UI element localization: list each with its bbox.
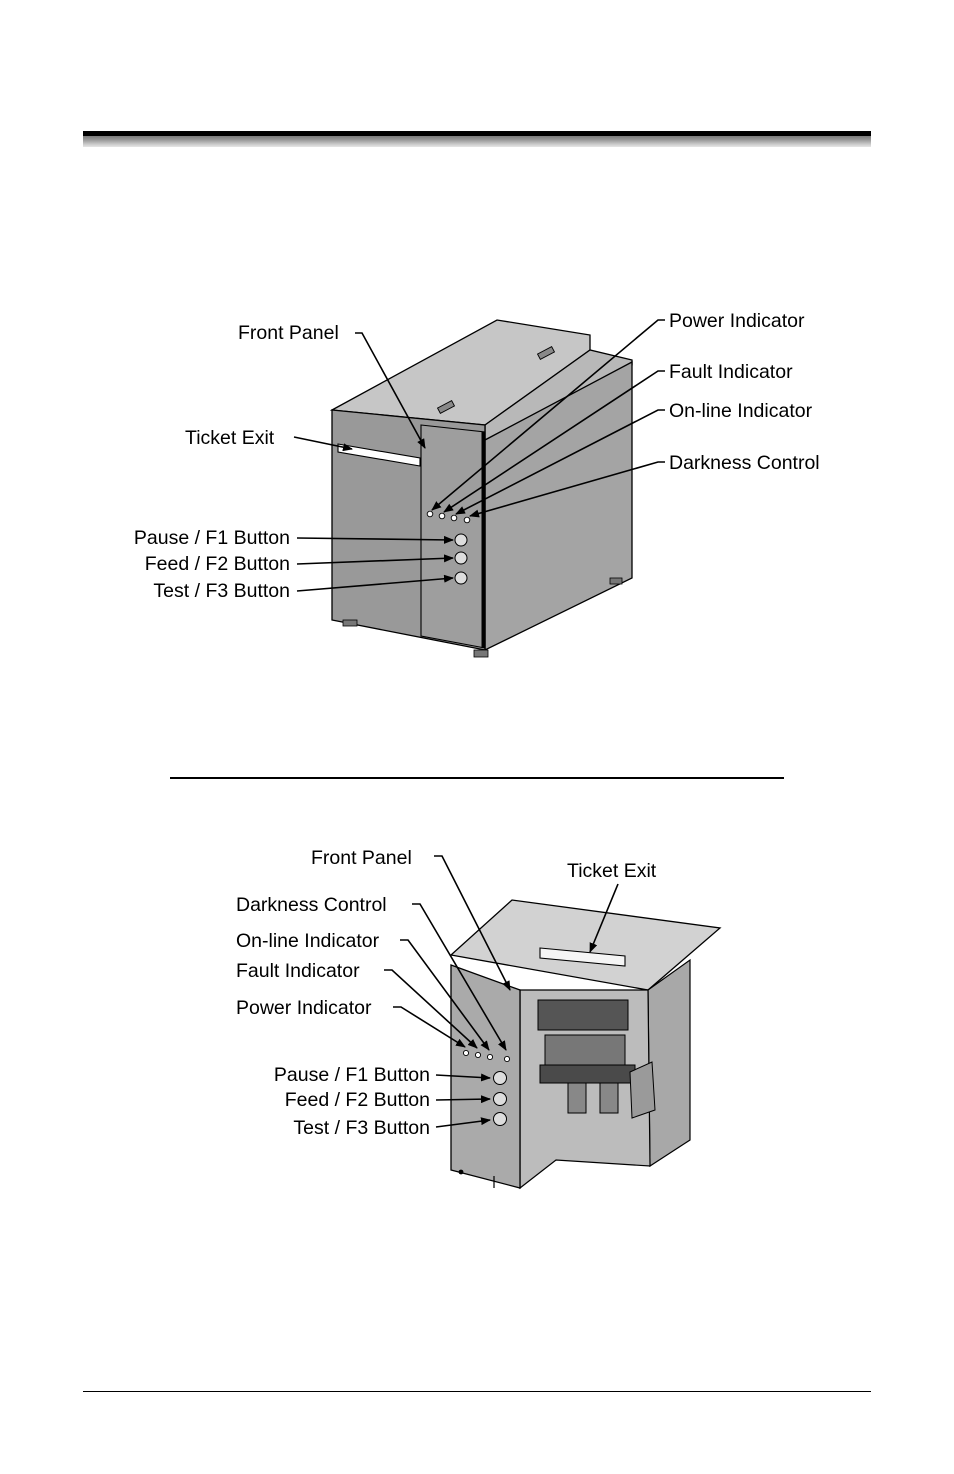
feed-button-icon	[455, 552, 467, 564]
label-pause-button: Pause / F1 Button	[134, 527, 290, 549]
label-online-indicator: On-line Indicator	[236, 930, 380, 952]
label-ticket-exit: Ticket Exit	[185, 427, 275, 449]
label-ticket-exit: Ticket Exit	[567, 860, 657, 882]
label-feed-button: Feed / F2 Button	[285, 1089, 430, 1111]
pause-button-icon	[494, 1072, 507, 1085]
label-front-panel: Front Panel	[311, 847, 412, 869]
test-button-icon	[494, 1113, 507, 1126]
online-led-icon	[487, 1054, 492, 1059]
label-power-indicator: Power Indicator	[236, 997, 372, 1019]
label-online-indicator: On-line Indicator	[669, 400, 813, 422]
darkness-knob-icon	[464, 517, 470, 523]
figure-printer-open: Front Panel Ticket Exit Darkness Control…	[0, 840, 954, 1200]
label-power-indicator: Power Indicator	[669, 310, 805, 332]
figure-printer-closed: Front Panel Ticket Exit Power Indicator …	[0, 300, 954, 680]
label-feed-button: Feed / F2 Button	[145, 553, 290, 575]
feed-button-icon	[494, 1093, 507, 1106]
label-test-button: Test / F3 Button	[293, 1117, 430, 1139]
online-led-icon	[451, 515, 457, 521]
section-divider	[170, 777, 784, 779]
fault-led-icon	[475, 1052, 480, 1057]
power-led-icon	[427, 511, 433, 517]
label-fault-indicator: Fault Indicator	[236, 960, 360, 982]
test-button-icon	[455, 572, 467, 584]
label-fault-indicator: Fault Indicator	[669, 361, 793, 383]
pause-button-icon	[455, 534, 467, 546]
label-test-button: Test / F3 Button	[153, 580, 290, 602]
darkness-knob-icon	[504, 1056, 509, 1061]
printer-open-body	[451, 900, 720, 1188]
label-front-panel: Front Panel	[238, 322, 339, 344]
label-darkness-control: Darkness Control	[669, 452, 820, 474]
fault-led-icon	[439, 513, 445, 519]
footer-rule	[83, 1391, 871, 1392]
label-pause-button: Pause / F1 Button	[274, 1064, 430, 1086]
power-led-icon	[463, 1050, 468, 1055]
printer-body	[332, 320, 632, 657]
label-darkness-control: Darkness Control	[236, 894, 387, 916]
header-rule	[83, 131, 871, 147]
